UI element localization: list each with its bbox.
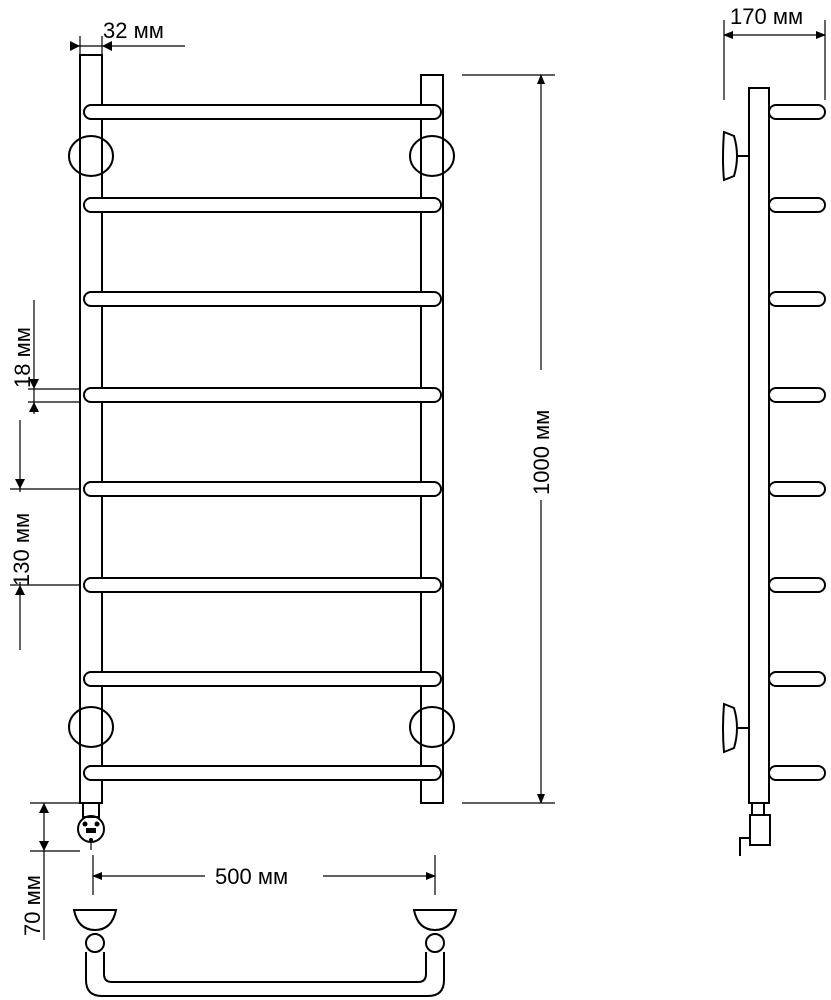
rung-4 [83, 387, 442, 403]
rung-1 [83, 104, 442, 120]
rung-3 [83, 291, 442, 307]
side-rung-1 [768, 104, 826, 120]
side-rung-3 [768, 291, 826, 307]
label-rung-spacing: 130 мм [9, 513, 34, 586]
label-width: 500 мм [215, 864, 288, 889]
side-rung-5 [768, 481, 826, 497]
dim-height: 1000 мм [462, 74, 555, 804]
rung-6 [83, 577, 442, 593]
front-view [68, 54, 455, 850]
label-depth: 170 мм [730, 4, 803, 29]
side-rung-7 [768, 671, 826, 687]
top-view [72, 909, 458, 997]
rungs [83, 104, 442, 781]
wall-mount-bracket-icon [722, 130, 749, 754]
side-rungs [768, 104, 826, 781]
side-rung-6 [768, 577, 826, 593]
heating-element-icon [739, 802, 771, 856]
rung-2 [83, 197, 442, 213]
rung-5 [83, 481, 442, 497]
dim-depth: 170 мм [723, 4, 826, 100]
label-pipe-diameter: 32 мм [103, 18, 164, 43]
side-view [722, 87, 826, 856]
dim-connector-offset: 70 мм [20, 802, 80, 940]
label-height: 1000 мм [529, 410, 554, 495]
dim-rung-spacing: 130 мм [8, 420, 80, 650]
dim-pipe-diameter: 32 мм [70, 18, 185, 55]
rung-8 [83, 765, 442, 781]
side-rung-8 [768, 765, 826, 781]
label-connector-offset: 70 мм [20, 875, 45, 936]
heating-element-icon [77, 802, 105, 850]
rung-7 [83, 671, 442, 687]
dim-rung-diameter: 18 мм [10, 300, 80, 414]
wall-mount-bracket-icon [68, 135, 455, 748]
side-post [748, 87, 770, 804]
right-post [420, 74, 444, 804]
side-rung-4 [768, 387, 826, 403]
dim-width: 500 мм [92, 855, 436, 895]
side-rung-2 [768, 197, 826, 213]
left-post [79, 54, 103, 804]
label-rung-diameter: 18 мм [10, 327, 35, 388]
